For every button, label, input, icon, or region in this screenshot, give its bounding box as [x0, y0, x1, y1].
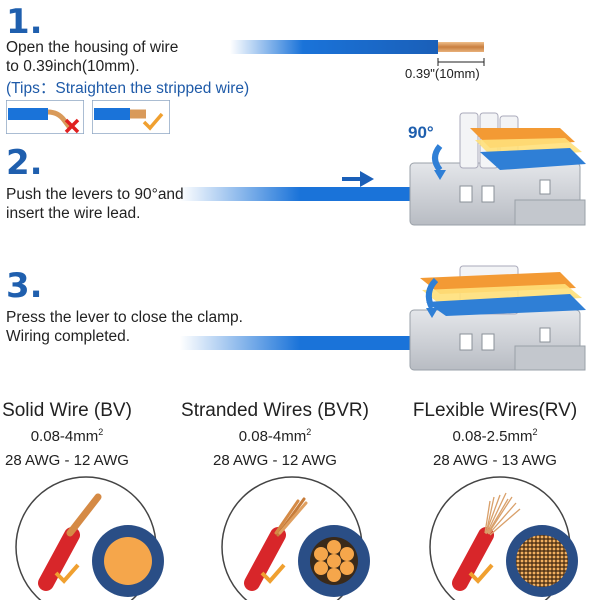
correct-straight-wire-image: [92, 100, 170, 134]
wire-type-title-stranded: Stranded Wires (BVR): [181, 400, 369, 421]
step-1-line-1: Open the housing of wire: [6, 39, 179, 56]
check-icon: [142, 112, 164, 131]
superscript-2: 2: [532, 427, 538, 437]
step-2-line-2: insert the wire lead.: [6, 205, 141, 222]
flexible-wire-illustration: [429, 476, 578, 600]
arrow-icon: [342, 171, 374, 187]
wire-range-stranded: 0.08-4mm2: [238, 427, 312, 445]
step-2-number: 2.: [6, 143, 43, 183]
wire-type-title-flexible: FLexible Wires(RV): [412, 400, 578, 421]
step-3-line-1: Press the lever to close the clamp.: [6, 309, 243, 326]
step-1-stripped-wire: [230, 40, 485, 66]
step-1-number: 1.: [6, 2, 43, 42]
superscript-2: 2: [306, 427, 312, 437]
stranded-wire-illustration: [221, 476, 370, 600]
step-1-text: Open the housing of wire to 0.39inch(10m…: [6, 38, 178, 76]
wire-awg-solid: 28 AWG - 12 AWG: [5, 452, 129, 469]
step-3-text: Press the lever to close the clamp. Wiri…: [6, 308, 243, 346]
step-2-line-1: Push the levers to 90°and: [6, 186, 184, 203]
wrong-bent-wire-image: [6, 100, 84, 134]
wire-type-title-solid: Solid Wire (BV): [2, 400, 132, 421]
solid-wire-illustration: [15, 476, 164, 600]
step-3-wire: [180, 336, 420, 350]
check-icon: [468, 563, 494, 584]
step-2-text: Push the levers to 90°and insert the wir…: [6, 185, 184, 223]
wire-awg-stranded: 28 AWG - 12 AWG: [213, 452, 337, 469]
connector-open-levers: [409, 112, 586, 226]
step-2-wire: [180, 187, 420, 201]
angle-label: 90°: [408, 123, 434, 142]
step-1-line-2: to 0.39inch(10mm).: [6, 58, 140, 75]
wire-awg-flexible: 28 AWG - 13 AWG: [433, 452, 557, 469]
step-3-line-2: Wiring completed.: [6, 328, 131, 345]
wire-range-solid: 0.08-4mm2: [30, 427, 104, 445]
wire-range-flexible: 0.08-2.5mm2: [452, 427, 538, 445]
check-icon: [54, 563, 80, 584]
cross-icon: [64, 118, 80, 134]
superscript-2: 2: [98, 427, 104, 437]
step-3-number: 3.: [6, 266, 43, 306]
check-icon: [260, 563, 286, 584]
strip-length-label: 0.39"(10mm): [405, 66, 480, 81]
connector-closed-levers: [409, 265, 586, 371]
step-1-tip: (Tips：Straighten the stripped wire): [6, 80, 250, 97]
